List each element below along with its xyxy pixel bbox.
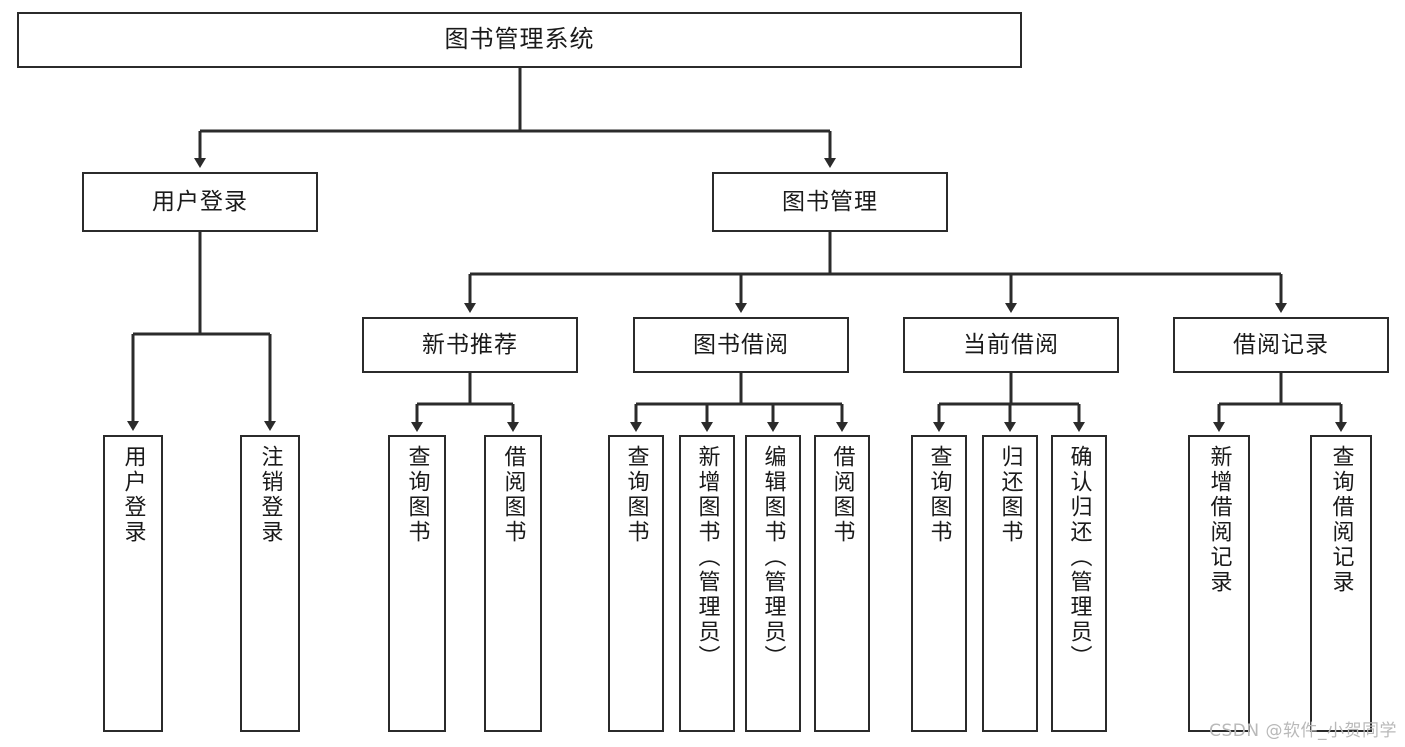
node-leaf-borrow-book-2[interactable]: 借阅图书 bbox=[814, 435, 870, 732]
node-leaf-borrow-book-2-label: 借阅图书 bbox=[829, 445, 855, 545]
node-leaf-user-login[interactable]: 用户登录 bbox=[103, 435, 163, 732]
node-book-borrow-label: 图书借阅 bbox=[693, 331, 789, 358]
node-book-borrow[interactable]: 图书借阅 bbox=[633, 317, 849, 373]
node-leaf-query-book-2-label: 查询图书 bbox=[623, 445, 649, 545]
node-leaf-return-book[interactable]: 归还图书 bbox=[982, 435, 1038, 732]
node-leaf-query-book-3-label: 查询图书 bbox=[926, 445, 952, 545]
node-leaf-query-book-2[interactable]: 查询图书 bbox=[608, 435, 664, 732]
node-new-book-recommend[interactable]: 新书推荐 bbox=[362, 317, 578, 373]
node-user-login[interactable]: 用户登录 bbox=[82, 172, 318, 232]
node-leaf-add-book[interactable]: 新增图书（管理员） bbox=[679, 435, 735, 732]
node-leaf-borrow-book-1[interactable]: 借阅图书 bbox=[484, 435, 542, 732]
node-new-book-recommend-label: 新书推荐 bbox=[422, 331, 518, 358]
node-leaf-edit-book-label: 编辑图书（管理员） bbox=[760, 445, 786, 670]
node-user-login-label: 用户登录 bbox=[152, 188, 248, 215]
node-borrow-record-label: 借阅记录 bbox=[1233, 331, 1329, 358]
node-leaf-query-record[interactable]: 查询借阅记录 bbox=[1310, 435, 1372, 732]
node-leaf-edit-book[interactable]: 编辑图书（管理员） bbox=[745, 435, 801, 732]
node-leaf-user-logout[interactable]: 注销登录 bbox=[240, 435, 300, 732]
node-leaf-confirm-return[interactable]: 确认归还（管理员） bbox=[1051, 435, 1107, 732]
node-borrow-record[interactable]: 借阅记录 bbox=[1173, 317, 1389, 373]
node-leaf-query-book-3[interactable]: 查询图书 bbox=[911, 435, 967, 732]
node-leaf-query-book-1-label: 查询图书 bbox=[404, 445, 430, 545]
node-root-label: 图书管理系统 bbox=[444, 25, 595, 54]
watermark-text: CSDN @软件_小贺同学 bbox=[1209, 721, 1397, 741]
node-book-manage[interactable]: 图书管理 bbox=[712, 172, 948, 232]
node-leaf-query-record-label: 查询借阅记录 bbox=[1328, 445, 1354, 595]
node-leaf-query-book-1[interactable]: 查询图书 bbox=[388, 435, 446, 732]
node-leaf-return-book-label: 归还图书 bbox=[997, 445, 1023, 545]
node-current-borrow[interactable]: 当前借阅 bbox=[903, 317, 1119, 373]
node-book-manage-label: 图书管理 bbox=[782, 188, 878, 215]
node-leaf-add-book-label: 新增图书（管理员） bbox=[694, 445, 720, 670]
node-root[interactable]: 图书管理系统 bbox=[17, 12, 1022, 68]
node-leaf-add-record-label: 新增借阅记录 bbox=[1206, 445, 1232, 595]
node-leaf-user-login-label: 用户登录 bbox=[120, 445, 146, 545]
node-leaf-confirm-return-label: 确认归还（管理员） bbox=[1066, 445, 1092, 670]
node-current-borrow-label: 当前借阅 bbox=[963, 331, 1059, 358]
node-leaf-user-logout-label: 注销登录 bbox=[257, 445, 283, 545]
node-leaf-borrow-book-1-label: 借阅图书 bbox=[500, 445, 526, 545]
node-leaf-add-record[interactable]: 新增借阅记录 bbox=[1188, 435, 1250, 732]
